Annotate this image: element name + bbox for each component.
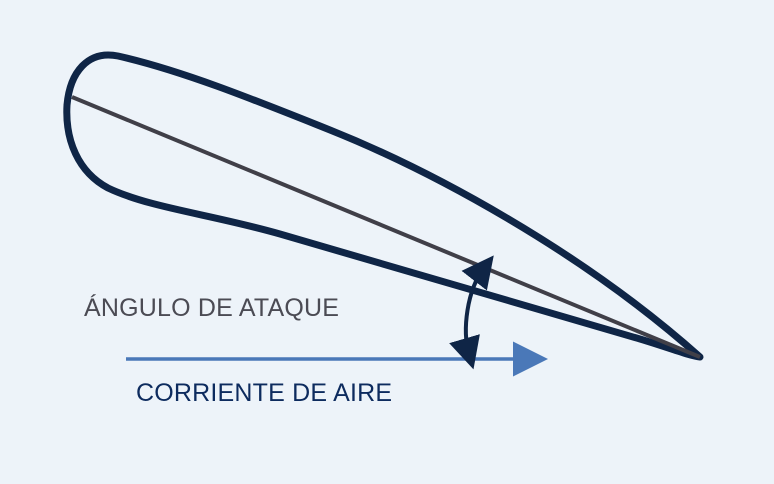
chord-line	[71, 95, 701, 359]
angle-of-attack-label: ÁNGULO DE ATAQUE	[84, 294, 340, 322]
airfoil-outline	[63, 51, 704, 361]
airflow-label: CORRIENTE DE AIRE	[136, 379, 393, 407]
angle-of-attack-arc	[449, 255, 494, 370]
